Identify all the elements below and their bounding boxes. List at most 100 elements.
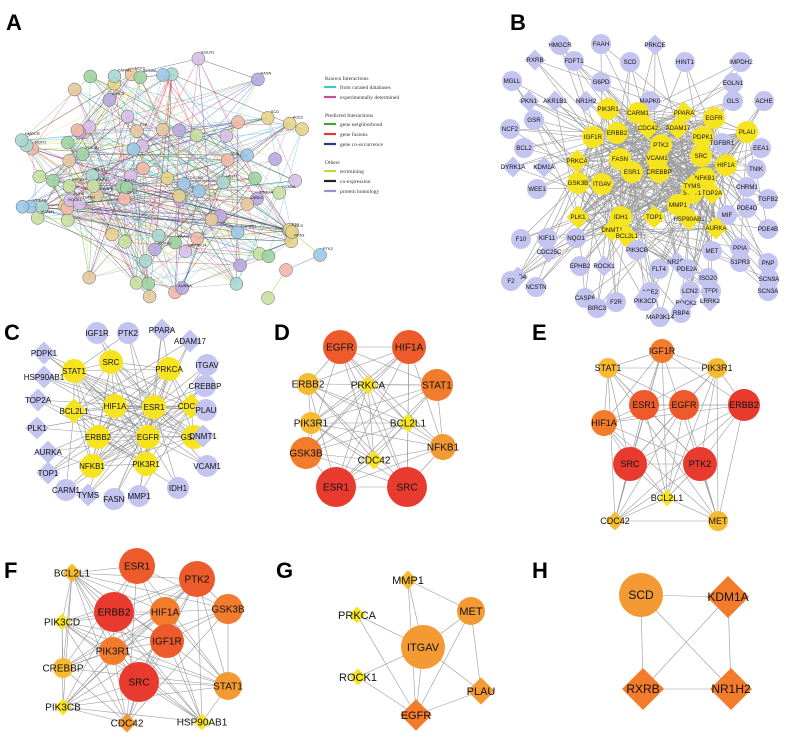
panel-b-node-shape [621, 161, 643, 183]
panel-b-node-label: IDH1 [614, 214, 629, 221]
panel-b-node-label: RXRB [526, 57, 543, 64]
panel-a-edge [185, 191, 200, 252]
panel-label-a: A [6, 10, 22, 35]
panel-f-node-hsp90ab1: HSP90AB1 [177, 713, 228, 731]
panel-b-node-shape [544, 90, 566, 112]
panel-d-node-label: CDC42 [358, 456, 391, 467]
panel-e-node-shape [658, 489, 676, 507]
panel-b-edge [616, 61, 631, 134]
panel-d-node-label: ERBB2 [292, 380, 325, 391]
panel-c-edge [87, 436, 149, 496]
panel-d-edge [310, 384, 369, 424]
panel-b-node-label: HINT1 [676, 59, 694, 66]
panel-f-edge [62, 706, 203, 723]
panel-c-node-aurka: AURKA [34, 440, 62, 464]
panel-a-node-label: GLS [295, 223, 303, 228]
panel-d-edge [307, 383, 408, 488]
panel-b-node-label: PPIA [733, 245, 748, 252]
panel-b-node-tnik: TNIK [746, 159, 766, 179]
panel-b-node-label: EEA1 [753, 145, 769, 152]
panel-a-node-label: CARM1 [118, 67, 133, 72]
panel-b-node-src: SRC [690, 145, 712, 167]
panel-f-node-label: CREBBP [42, 664, 83, 675]
panel-d-edge [310, 422, 444, 448]
panel-b-node-nqo1: NQO1 [566, 228, 586, 248]
panel-f-node-label: PIK3CD [44, 618, 80, 629]
panel-d-edges [305, 346, 444, 488]
panel-c-node-vcam1: VCAM1 [193, 455, 221, 477]
panel-b-node-shape [758, 219, 778, 239]
panel-a-node [151, 228, 166, 243]
panel-f-edge [61, 621, 128, 724]
panel-d-node-shape [421, 369, 453, 401]
panel-b-node-shape [723, 91, 743, 111]
panel-c-edge [47, 368, 170, 474]
panel-a-edge [37, 180, 296, 219]
panel-a-node [216, 175, 231, 190]
panel-a-edge [77, 130, 127, 188]
panel-f-node-shape [53, 613, 71, 631]
panel-f-node-src: SRC [119, 662, 159, 702]
panel-b-node-label: CARM1 [627, 110, 649, 117]
panel-b-node-ache: ACHE [754, 91, 774, 111]
panel-h-node-label: KDM1A [707, 590, 748, 604]
panel-f-node-shape [213, 594, 243, 624]
panel-b-node-label: NCSTN [525, 284, 546, 291]
panel-a-edge [68, 74, 164, 161]
panel-b-node-shape [627, 240, 647, 260]
panel-a-node-label: ACHE [73, 191, 84, 196]
panel-c-node-idh1: IDH1 [167, 477, 189, 499]
panel-b-node-pik3cd: PIK3CD [634, 291, 657, 311]
panel-a-node [313, 248, 327, 262]
panel-a-edge [68, 160, 159, 236]
panel-c-node-pdpk1: PDPK1 [31, 341, 58, 365]
panel-a-node [175, 281, 190, 295]
panel-c-edge [73, 370, 147, 465]
panel-f-node-shape [179, 561, 215, 597]
panel-h-node-nr1h2: NR1H2 [710, 668, 752, 710]
panel-b-node-label: LCN2 [682, 288, 698, 295]
panel-c-edge [145, 405, 192, 465]
panel-d-edge [307, 383, 409, 424]
panel-b-node-label: NCF2 [502, 126, 519, 133]
panel-b-edge [685, 164, 727, 304]
panel-a-edge [67, 199, 181, 221]
panel-b-node-met: MET [702, 241, 722, 261]
panel-b-node-label: DYRK1A [501, 164, 527, 171]
panel-b-node-shape [746, 159, 766, 179]
panel-b-node-label: WEE1 [528, 186, 546, 193]
panel-c-edge [113, 406, 155, 500]
panel-b-edge [636, 171, 660, 251]
panel-b-node-pik3cb: PIK3CB [626, 240, 648, 260]
panel-f-node-label: PIK3CB [45, 703, 81, 714]
panel-a-node [191, 51, 206, 66]
panel-b-node-nr1h2: NR1H2 [575, 90, 597, 112]
panel-e-edge [614, 497, 668, 522]
panel-a-node [72, 196, 87, 211]
panel-a-edge [267, 117, 296, 181]
panel-e-node-label: ERBB2 [729, 400, 759, 410]
panel-a-node-label: SCN3A [282, 184, 296, 189]
panel-d-node-bcl2l1: BCL2L1 [390, 413, 427, 433]
panel-c-node-label: SRC [103, 358, 120, 367]
panel-h-node-kdm1a: KDM1A [707, 576, 749, 618]
panel-c-node-label: PLK1 [27, 424, 47, 433]
panel-e-node-pik3r1: PIK3R1 [701, 358, 733, 378]
panel-d-node-label: PIK3R1 [294, 419, 329, 430]
panel-e-node-shape [650, 339, 674, 363]
panel-a-node [129, 276, 144, 290]
panel-g-edge [357, 676, 417, 716]
panel-b-node-label: PNP [762, 260, 775, 267]
panel-a-node [82, 270, 96, 285]
panel-a-edge [174, 178, 256, 293]
panel-c-node-shape [150, 318, 174, 342]
panel-a-edge [67, 208, 176, 293]
panel-e-edge [614, 463, 701, 522]
panel-d-edge [339, 346, 408, 488]
panel-f-edge [61, 572, 73, 623]
panel-d-node-shape [323, 330, 357, 364]
panel-b-node-shape [723, 73, 743, 93]
